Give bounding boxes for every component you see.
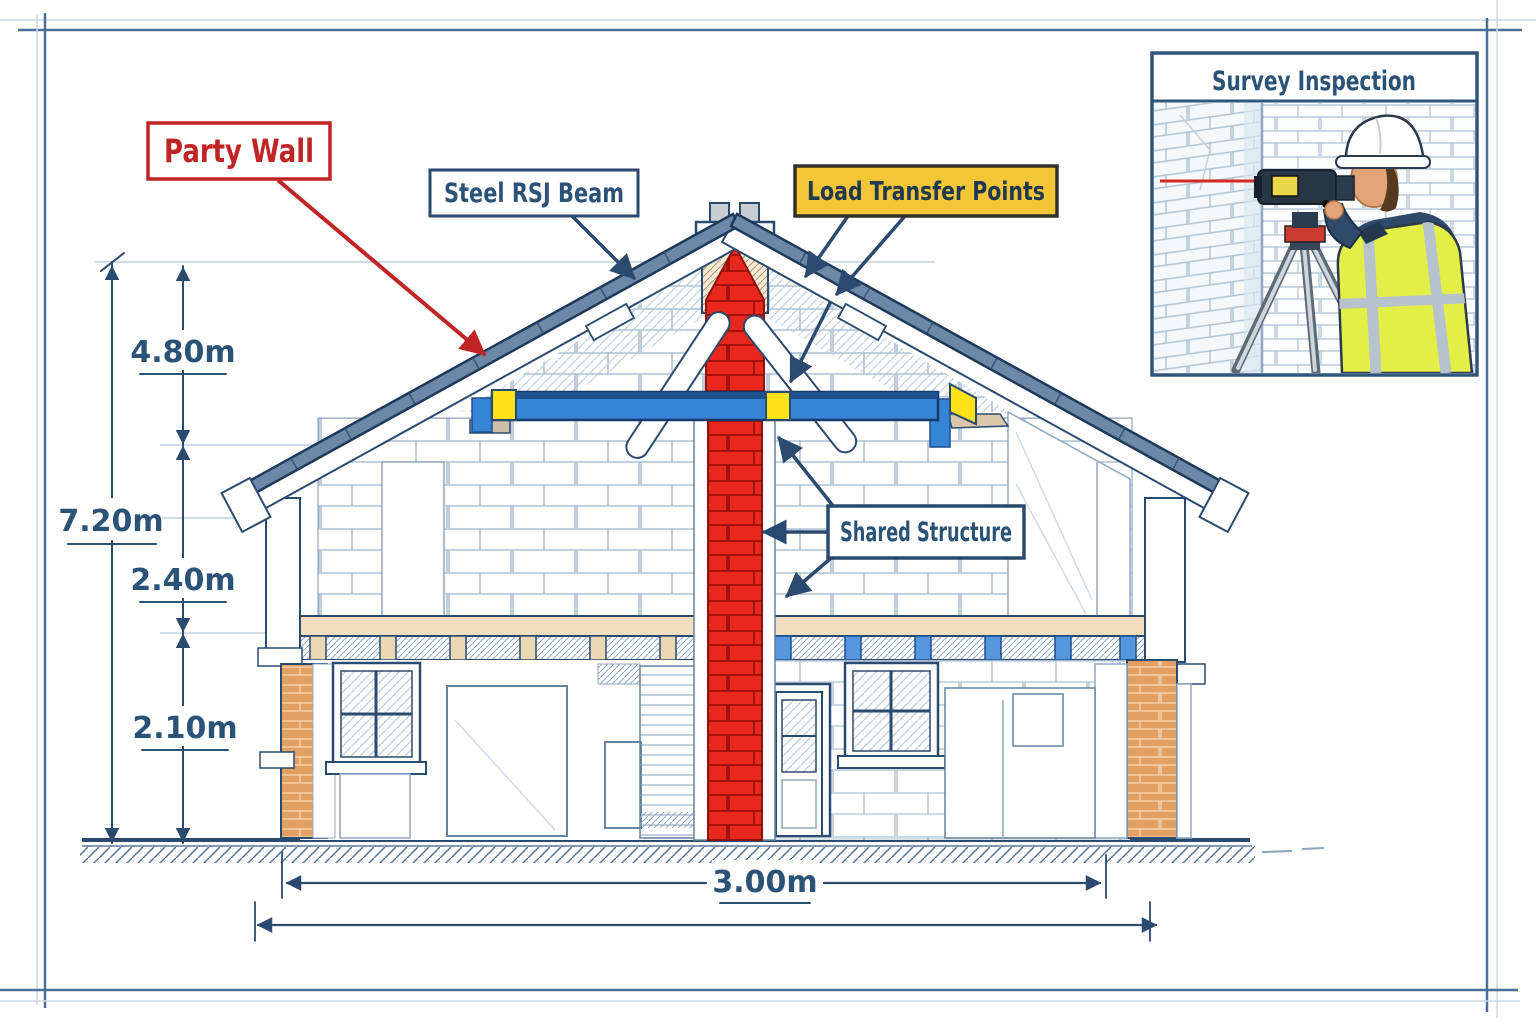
shared-structure-label: Shared Structure — [826, 504, 1026, 560]
left-floor-joists — [309, 635, 677, 661]
collar — [1358, 222, 1388, 244]
party-wall-label: Party Wall — [146, 121, 332, 181]
load-pad-left — [491, 389, 517, 421]
survey-inspection-inset: Survey Inspection — [1150, 51, 1479, 377]
dimension-overall-width — [254, 901, 1158, 942]
party-wall-arrow — [277, 179, 486, 356]
house-cross-section — [220, 202, 1250, 841]
hand — [1324, 200, 1344, 220]
lens — [1254, 176, 1262, 198]
dimension-beam-to-floor: 2.40m — [130, 563, 235, 598]
survey-instrument — [1254, 169, 1355, 220]
dimension-floor-to-ground: 2.10m — [132, 711, 237, 746]
ground — [80, 838, 1325, 863]
left-opening — [446, 685, 568, 837]
dimension-span-label: 3.00m — [712, 865, 817, 900]
load-transfer-arrow-2 — [835, 214, 907, 296]
right-eave-fascia — [1198, 476, 1250, 534]
right-plain-wall — [944, 687, 1096, 839]
vest-stripes — [1337, 222, 1472, 373]
steel-rsj-beam-assembly — [469, 382, 1010, 448]
right-brick-pier — [1126, 659, 1178, 839]
inset-title: Survey Inspection — [1212, 66, 1416, 97]
right-window-sill — [837, 755, 946, 769]
load-pad-right — [949, 382, 977, 426]
party-wall-lower — [707, 419, 763, 841]
hard-hat — [1342, 114, 1426, 164]
hard-hat-brim — [1335, 155, 1431, 169]
dimension-span: 3.00m — [281, 851, 1107, 904]
left-window-sill — [325, 761, 427, 775]
right-ground-floor-detail — [766, 661, 1096, 839]
right-outer-wall — [1094, 497, 1206, 839]
load-transfer-text: Load Transfer Points — [807, 177, 1045, 207]
load-transfer-arrow-3 — [789, 301, 832, 384]
instrument-screen — [1271, 175, 1299, 197]
inset-illustration — [1154, 103, 1475, 373]
right-purlin — [836, 302, 888, 342]
dimension-total-height-label: 7.20m — [58, 504, 163, 539]
dimension-total-height: 7.20m — [58, 252, 164, 844]
dimension-stack: 4.80m 2.40m 2.10m — [130, 265, 238, 844]
left-ground-floor-detail — [325, 661, 698, 839]
party-wall-text: Party Wall — [164, 132, 314, 170]
left-purlin — [584, 302, 636, 342]
steel-beam-label: Steel RSJ Beam — [428, 168, 640, 218]
load-transfer-arrow-1 — [804, 214, 850, 279]
eyepiece — [1335, 175, 1355, 201]
right-floor-joists — [774, 635, 1137, 661]
steel-beam-arrow — [570, 214, 636, 280]
left-door-panel — [604, 741, 642, 829]
hair — [1380, 160, 1399, 212]
dimension-annotations: 7.20m 4.80m 2.40m 2.10m — [58, 252, 1158, 942]
steel-beam-text: Steel RSJ Beam — [444, 178, 624, 209]
callout-labels: Party Wall Steel RSJ Beam Load Transfer … — [146, 121, 1059, 560]
load-transfer-label: Load Transfer Points — [793, 164, 1059, 218]
dimension-ridge-to-beam: 4.80m — [130, 335, 235, 370]
left-upper-recess — [381, 461, 445, 619]
load-pad-center — [765, 391, 791, 421]
first-floor-structure — [279, 615, 1166, 661]
shared-structure-arrow-up — [777, 436, 840, 514]
shared-structure-text: Shared Structure — [840, 517, 1012, 548]
tripod-head — [1284, 225, 1326, 243]
left-eave-fascia — [220, 476, 272, 534]
surveyor — [1322, 114, 1474, 373]
